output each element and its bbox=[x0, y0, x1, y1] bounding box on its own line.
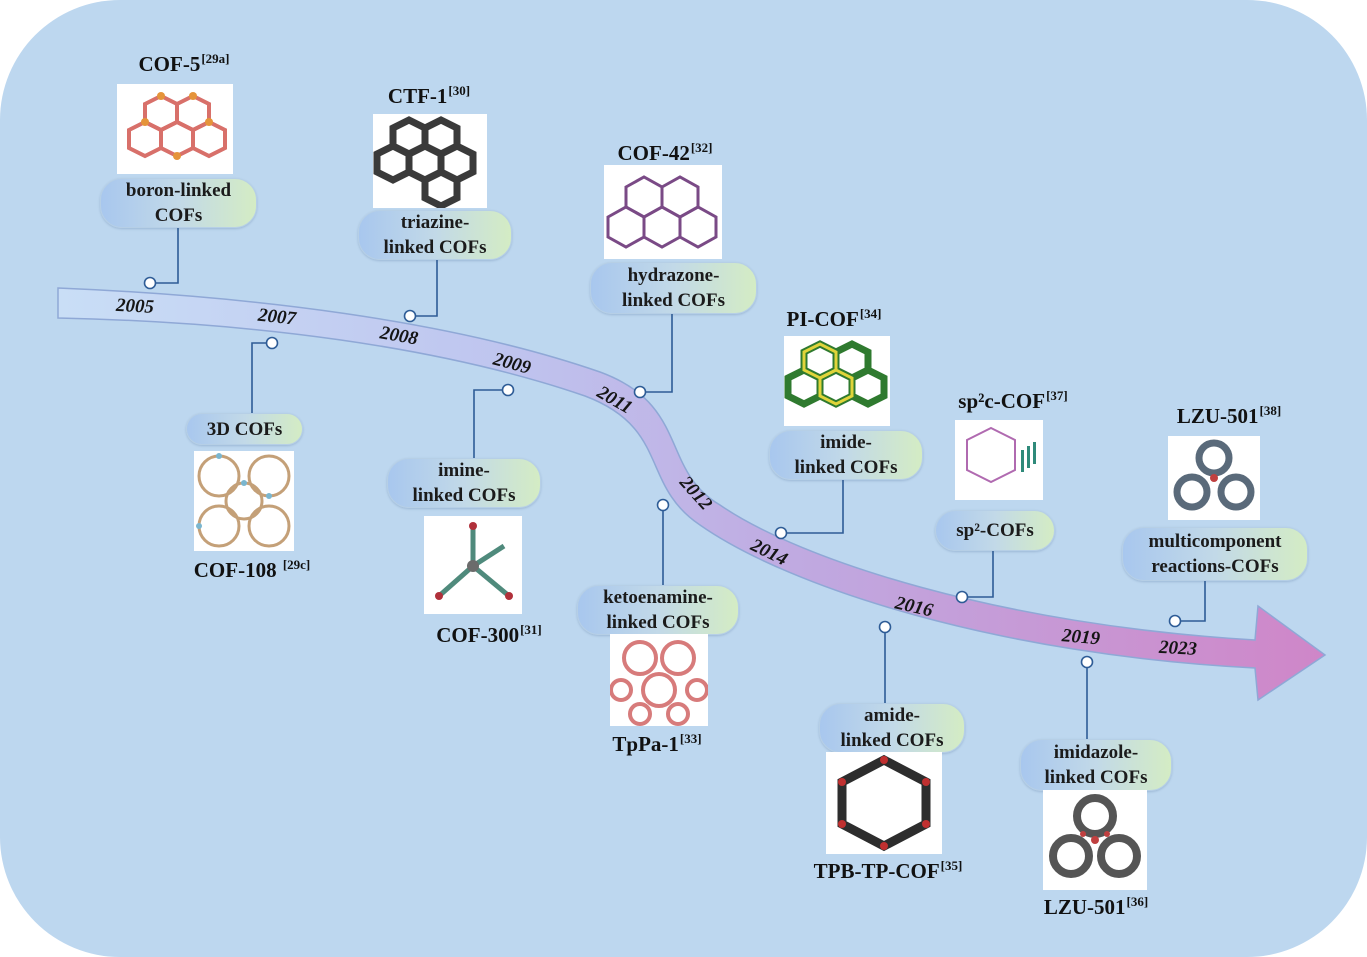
structure-image-cof108 bbox=[194, 451, 294, 551]
compound-label-lzu501-2019: LZU-501[36] bbox=[1043, 894, 1149, 919]
structure-image-picof bbox=[784, 336, 890, 426]
compound-label-ctf1: CTF-1[30] bbox=[387, 83, 471, 108]
year-label: 2019 bbox=[1060, 625, 1101, 649]
year-label: 2005 bbox=[114, 295, 155, 318]
year-label: 2007 bbox=[256, 305, 298, 330]
structure-image-tpbtp bbox=[826, 752, 942, 854]
timeline-arrow bbox=[57, 287, 1327, 702]
structure-image-cof42 bbox=[604, 165, 722, 259]
structure-image-cof300 bbox=[424, 516, 522, 614]
category-pill-hydrazone-linked: hydrazone- linked COFs bbox=[590, 262, 757, 314]
structure-image-tppa1 bbox=[610, 634, 708, 726]
compound-label-cof5: COF-5[29a] bbox=[138, 51, 230, 76]
category-pill-imidazole-linked: imidazole- linked COFs bbox=[1020, 739, 1172, 791]
compound-label-sp2c: sp²c-COF[37] bbox=[958, 388, 1068, 413]
category-pill-triazine-linked: triazine- linked COFs bbox=[358, 210, 512, 260]
category-pill-imine-linked: imine- linked COFs bbox=[387, 458, 541, 508]
category-pill-multicomponent: multicomponent reactions-COFs bbox=[1122, 527, 1308, 581]
structure-image-lzu501-2019 bbox=[1043, 790, 1147, 890]
structure-image-ctf1 bbox=[373, 114, 487, 208]
category-pill-3d-cofs: 3D COFs bbox=[186, 413, 303, 445]
compound-label-picof: PI-COF[34] bbox=[786, 306, 882, 331]
compound-label-tppa1: TpPa-1[33] bbox=[612, 731, 702, 756]
compound-label-cof300: COF-300[31] bbox=[436, 622, 542, 647]
year-label: 2023 bbox=[1157, 637, 1197, 660]
structure-image-sp2c bbox=[955, 420, 1043, 500]
milestone-dots bbox=[143, 276, 1182, 669]
structure-image-cof5 bbox=[117, 84, 233, 174]
compound-label-tpbtp: TPB-TP-COF[35] bbox=[813, 858, 963, 883]
connector-lines bbox=[150, 226, 1206, 739]
compound-label-cof42: COF-42[32] bbox=[617, 140, 713, 165]
structure-image-lzu501-2023 bbox=[1168, 436, 1260, 520]
category-pill-amide-linked: amide- linked COFs bbox=[819, 703, 965, 753]
category-pill-ketoenamine-linked: ketoenamine- linked COFs bbox=[577, 585, 739, 635]
category-pill-sp2-cofs: sp²-COFs bbox=[935, 510, 1055, 551]
category-pill-imide-linked: imide- linked COFs bbox=[769, 430, 923, 480]
category-pill-boron-linked: boron-linked COFs bbox=[100, 178, 257, 228]
compound-label-lzu501-2023: LZU-501[38] bbox=[1176, 403, 1282, 428]
compound-label-cof108: COF-108 [29c] bbox=[193, 557, 311, 582]
